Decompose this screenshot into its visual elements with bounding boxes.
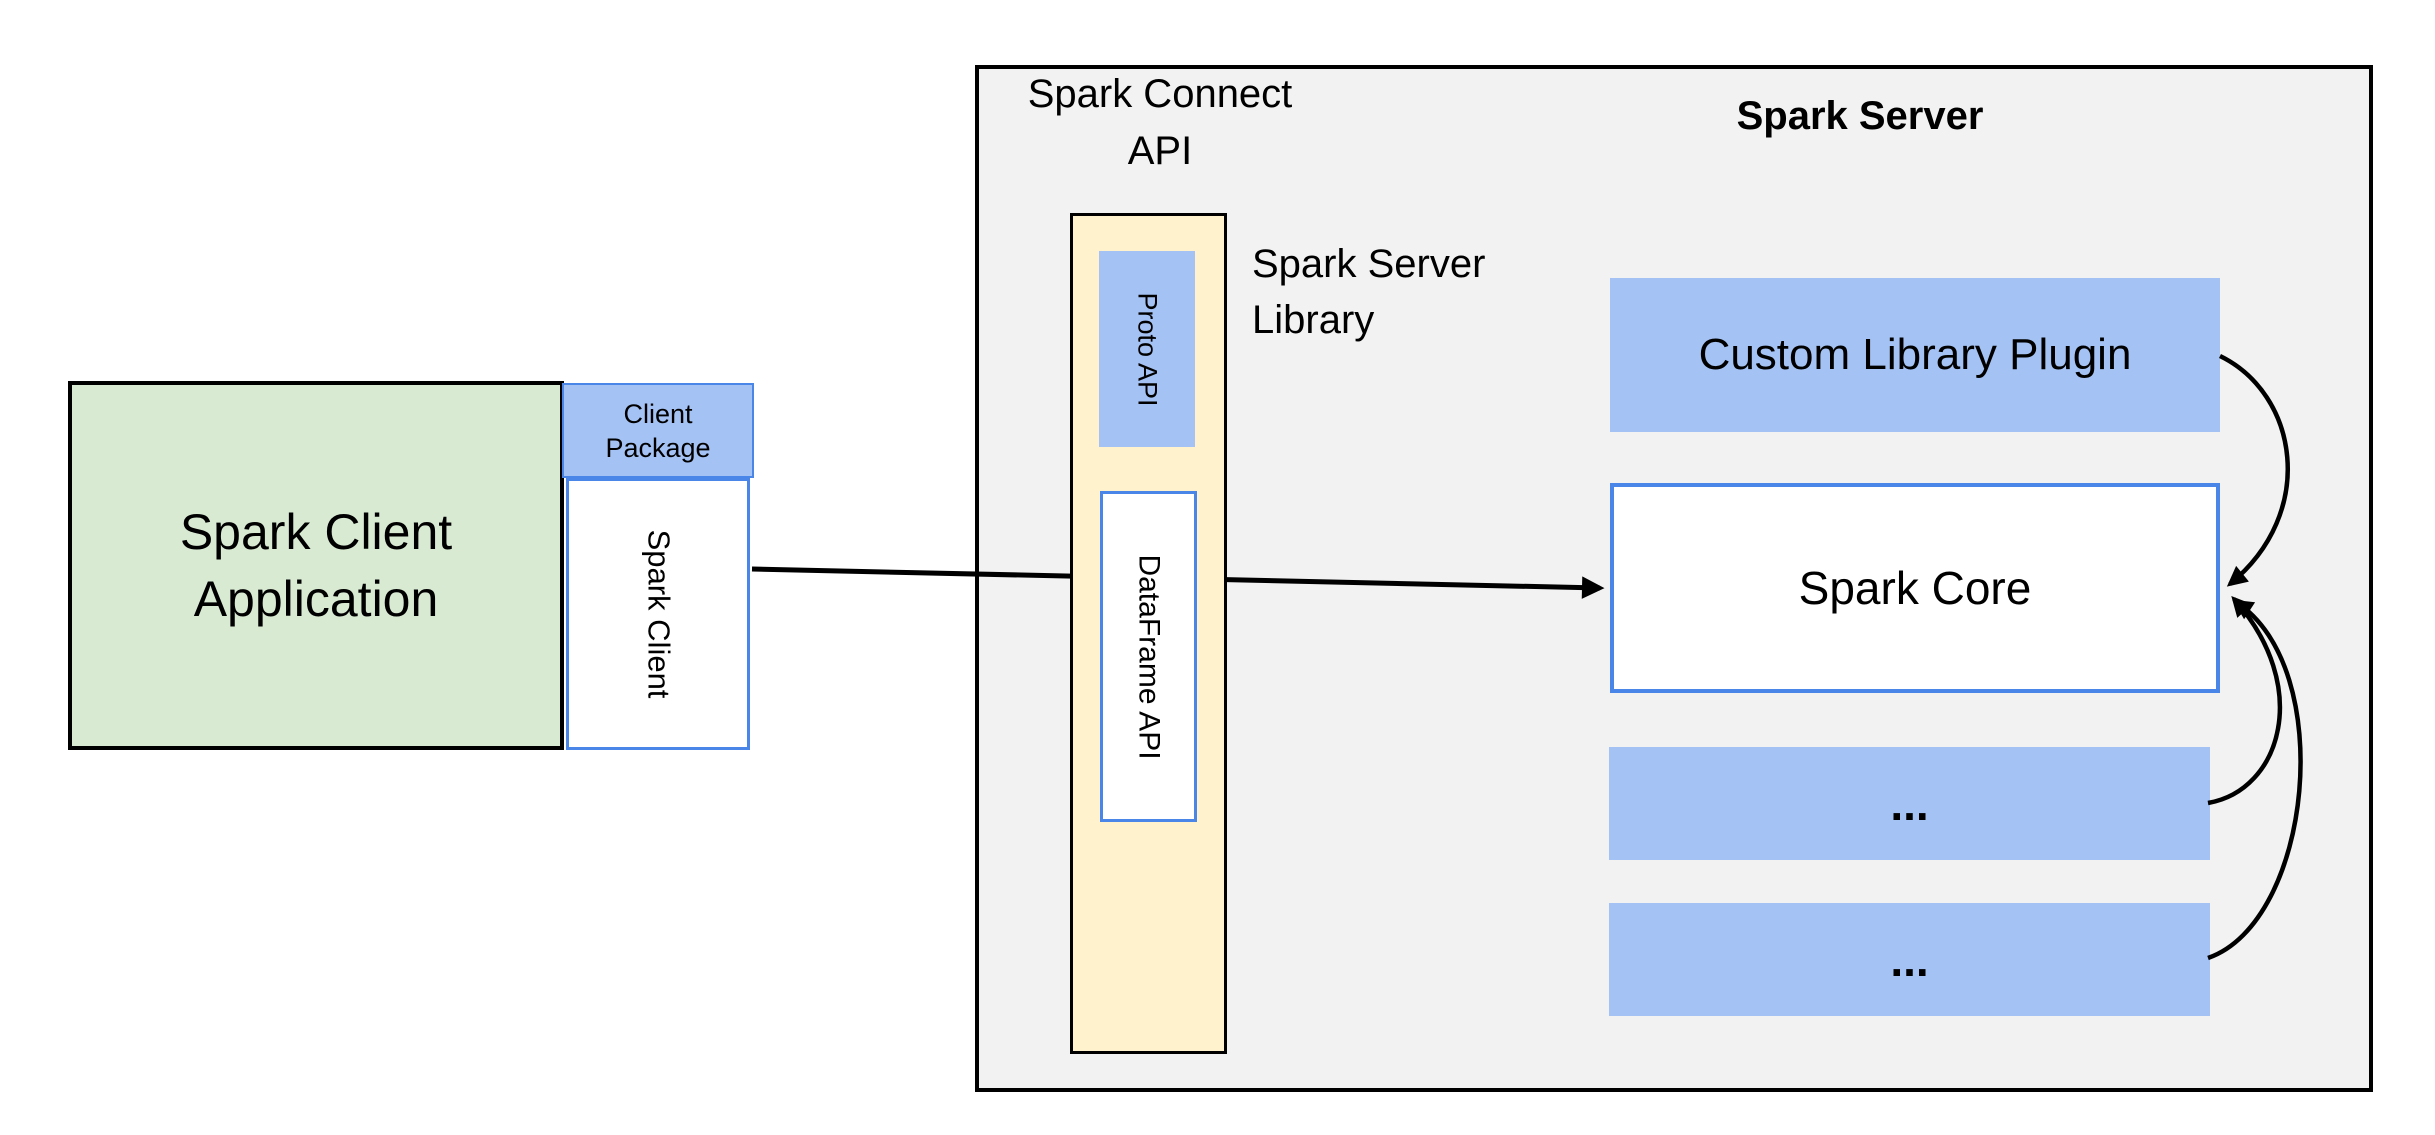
- proto-api-label: Proto API: [1132, 291, 1163, 407]
- spark-client-label: Spark Client: [640, 529, 676, 699]
- spark-client-box: Spark Client: [566, 478, 750, 750]
- spark-server-title: Spark Server: [1736, 94, 1984, 138]
- plugin-slot-2-ellipsis: ...: [1890, 933, 1929, 986]
- custom-library-plugin-label: Custom Library Plugin: [1698, 330, 2132, 379]
- custom-library-plugin-box: Custom Library Plugin: [1610, 278, 2220, 432]
- plugin-slot-box-2: ...: [1609, 903, 2210, 1016]
- client-package-box: Client Package: [562, 383, 754, 478]
- client-package-label: Client Package: [605, 398, 711, 463]
- plugin-slot-1-ellipsis: ...: [1890, 777, 1929, 830]
- spark-connect-api-label: Spark Connect API: [1027, 72, 1293, 173]
- dataframe-api-box: DataFrame API: [1100, 491, 1197, 822]
- plugin-slot-box-1: ...: [1609, 747, 2210, 860]
- spark-core-box: Spark Core: [1610, 483, 2220, 693]
- spark-server-library-label: Spark Server Library: [1252, 242, 1486, 342]
- dataframe-api-label: DataFrame API: [1132, 553, 1166, 760]
- spark-core-label: Spark Core: [1798, 562, 2032, 614]
- spark-client-app-box: Spark Client Application: [68, 381, 564, 750]
- spark-client-app-label: Spark Client Application: [179, 503, 453, 627]
- proto-api-box: Proto API: [1099, 251, 1195, 447]
